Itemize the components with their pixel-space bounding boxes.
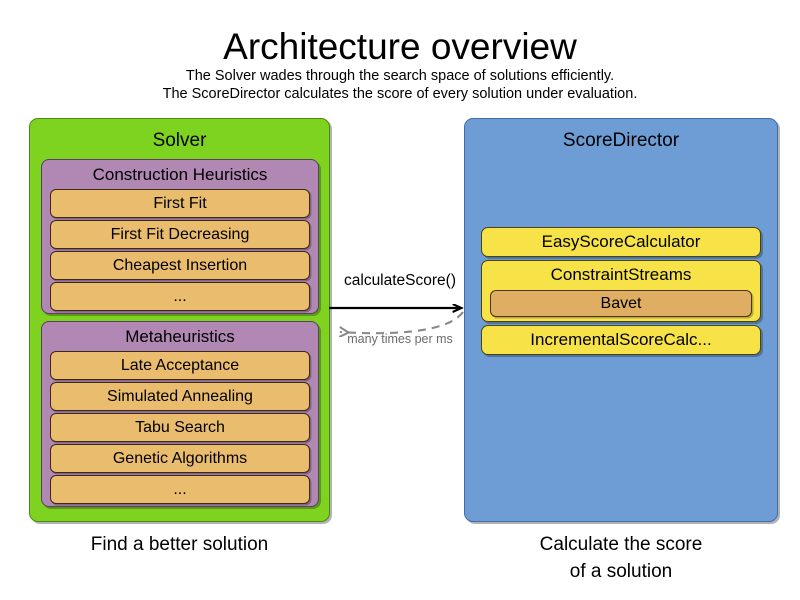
group-metaheuristics: Metaheuristics Late Acceptance Simulated…: [41, 321, 319, 507]
caption-solver: Find a better solution: [90, 534, 269, 555]
list-item[interactable]: Cheapest Insertion: [50, 251, 310, 280]
group-construction-heuristics-title: Construction Heuristics: [92, 165, 268, 184]
score-calculator-list: EasyScoreCalculator ConstraintStreams Ba…: [481, 227, 761, 358]
score-director-panel: ScoreDirector EasyScoreCalculator Constr…: [464, 118, 778, 522]
page-title: Architecture overview: [223, 26, 577, 67]
list-item[interactable]: Late Acceptance: [50, 351, 310, 380]
calculator-constraint-streams-label: ConstraintStreams: [550, 265, 692, 284]
solver-panel: Solver Construction Heuristics First Fit…: [29, 118, 330, 522]
group-construction-heuristics: Construction Heuristics First Fit First …: [41, 159, 319, 314]
list-item[interactable]: Tabu Search: [50, 413, 310, 442]
list-item[interactable]: ...: [50, 282, 310, 311]
arrow-label-many-times-per-ms: many times per ms: [347, 332, 453, 346]
construction-heuristics-item-list: First Fit First Fit Decreasing Cheapest …: [50, 189, 310, 311]
arrow-label-calculate-score: calculateScore(): [344, 272, 456, 289]
list-item[interactable]: First Fit: [50, 189, 310, 218]
arrow-many-times-per-ms: [340, 311, 464, 333]
list-item[interactable]: First Fit Decreasing: [50, 220, 310, 249]
metaheuristics-item-list: Late Acceptance Simulated Annealing Tabu…: [50, 351, 310, 504]
subtitle-line-2: The ScoreDirector calculates the score o…: [162, 86, 638, 102]
caption-score-director-line-1: Calculate the score: [539, 534, 703, 555]
list-item[interactable]: Simulated Annealing: [50, 382, 310, 411]
list-item[interactable]: ...: [50, 475, 310, 504]
calculator-incremental-score[interactable]: IncrementalScoreCalc...: [481, 325, 761, 355]
group-metaheuristics-title: Metaheuristics: [125, 327, 235, 346]
list-item[interactable]: Genetic Algorithms: [50, 444, 310, 473]
calculator-constraint-streams[interactable]: ConstraintStreams Bavet: [481, 260, 761, 322]
subtitle-line-1: The Solver wades through the search spac…: [185, 68, 615, 84]
calculator-easy-score[interactable]: EasyScoreCalculator: [481, 227, 761, 257]
solver-panel-title: Solver: [152, 130, 207, 151]
caption-score-director-line-2: of a solution: [569, 561, 673, 582]
caption-score-director: Calculate the score of a solution: [464, 531, 778, 585]
score-director-panel-title: ScoreDirector: [562, 130, 680, 151]
calculator-bavet[interactable]: Bavet: [490, 290, 752, 317]
